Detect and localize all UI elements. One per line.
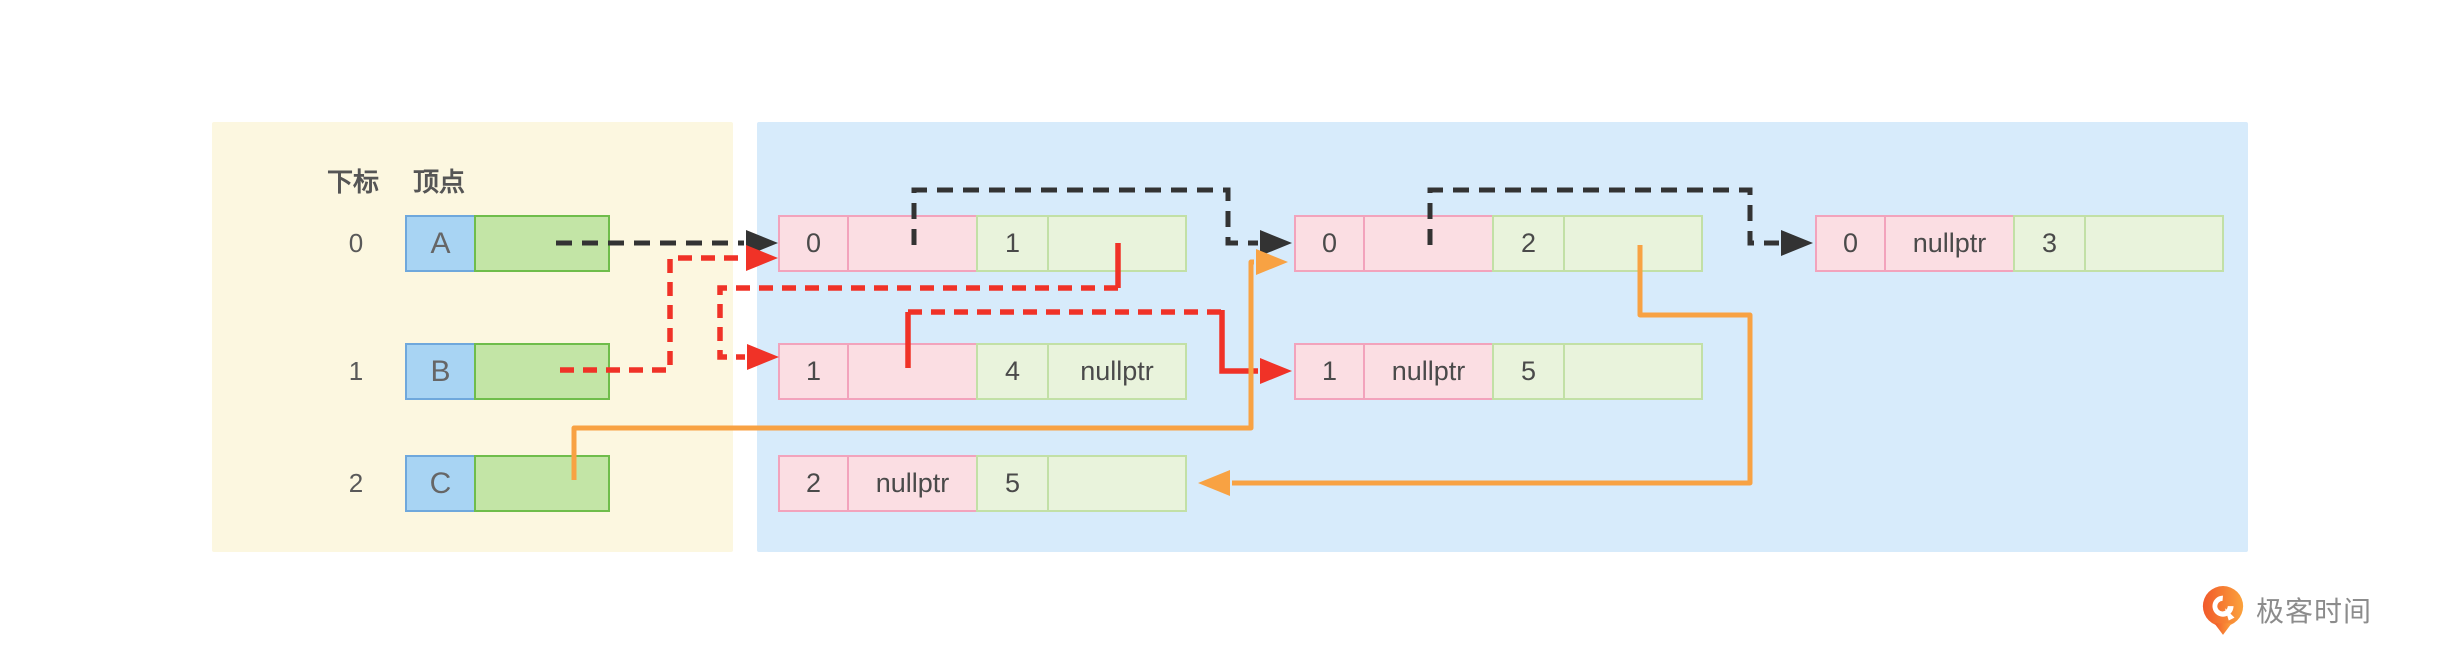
vertex-pointer-cell (474, 343, 610, 400)
index-column-header: 下标 (326, 167, 379, 197)
adj-node-b1: 1 4 nullptr (778, 343, 1187, 400)
vertex-label-cell: A (405, 215, 476, 272)
node-cell: nullptr (1884, 215, 2015, 272)
node-cell (1047, 455, 1187, 512)
node-cell: 0 (1815, 215, 1886, 272)
node-cell: 1 (778, 343, 849, 400)
node-cell (847, 343, 978, 400)
adj-node-a3: 0 nullptr 3 (1815, 215, 2224, 272)
vertex-box-b: B (405, 343, 610, 400)
node-cell (1363, 215, 1494, 272)
adj-node-a2: 0 2 (1294, 215, 1703, 272)
node-cell: nullptr (847, 455, 978, 512)
node-cell: 4 (976, 343, 1049, 400)
geektime-logo: 极客时间 (2200, 585, 2372, 635)
vertex-column-header: 顶点 (412, 167, 465, 197)
geektime-logo-text: 极客时间 (2256, 596, 2373, 627)
vertex-label-cell: C (405, 455, 476, 512)
node-cell (1563, 343, 1703, 400)
node-cell: 1 (1294, 343, 1365, 400)
node-cell: 3 (2013, 215, 2086, 272)
node-cell (2084, 215, 2224, 272)
node-cell (847, 215, 978, 272)
adj-node-b2: 1 nullptr 5 (1294, 343, 1703, 400)
vertex-index-0: 0 (348, 228, 364, 258)
vertex-pointer-cell (474, 455, 610, 512)
node-cell: 0 (778, 215, 849, 272)
adj-node-a1: 0 1 (778, 215, 1187, 272)
node-cell: 5 (976, 455, 1049, 512)
node-cell: 2 (1492, 215, 1565, 272)
vertex-label-cell: B (405, 343, 476, 400)
geektime-logo-icon (2202, 586, 2244, 635)
vertex-box-a: A (405, 215, 610, 272)
node-cell: 5 (1492, 343, 1565, 400)
node-cell: 1 (976, 215, 1049, 272)
node-cell (1563, 215, 1703, 272)
adj-node-c1: 2 nullptr 5 (778, 455, 1187, 512)
vertex-pointer-cell (474, 215, 610, 272)
node-cell: nullptr (1047, 343, 1187, 400)
vertex-box-c: C (405, 455, 610, 512)
node-cell: nullptr (1363, 343, 1494, 400)
node-cell: 2 (778, 455, 849, 512)
node-cell: 0 (1294, 215, 1365, 272)
vertex-index-1: 1 (348, 356, 364, 386)
node-cell (1047, 215, 1187, 272)
vertex-index-2: 2 (348, 468, 364, 498)
